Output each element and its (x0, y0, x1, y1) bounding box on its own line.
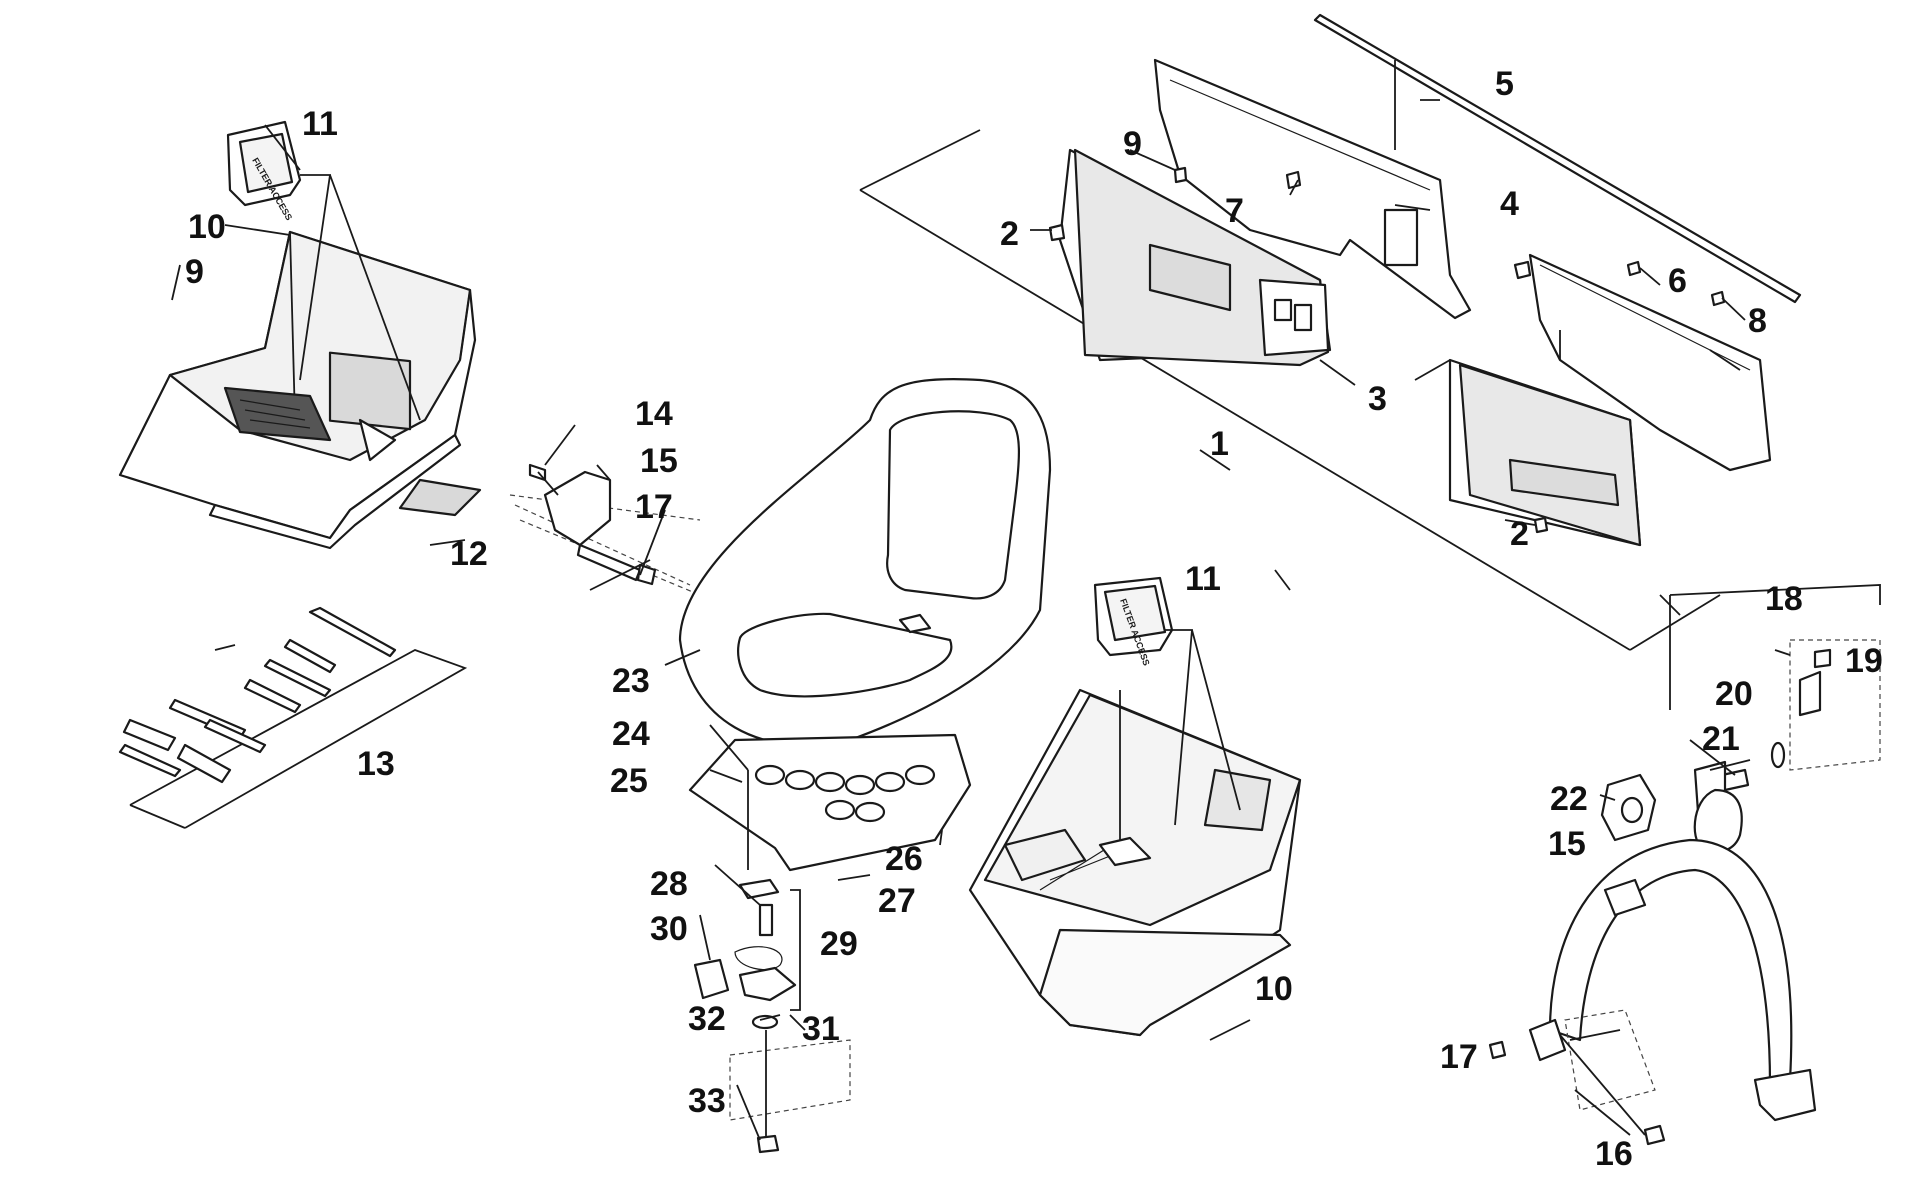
callout-2b: 2 (1510, 515, 1529, 553)
callout-1: 1 (1210, 425, 1229, 463)
tool-kit (118, 606, 468, 829)
callout-5: 5 (1495, 65, 1514, 103)
callout-31: 31 (802, 1010, 840, 1048)
callout-11a: 11 (302, 105, 338, 143)
callout-30: 30 (650, 910, 688, 948)
callout-4: 4 (1500, 185, 1519, 223)
storage-box-right (968, 688, 1302, 1037)
callout-13: 13 (357, 745, 395, 783)
callout-33: 33 (688, 1082, 726, 1120)
callouts: 1 2 2 3 4 5 6 7 8 9 9 10 10 11 11 12 13 … (185, 65, 1883, 1173)
callout-26: 26 (885, 840, 923, 878)
callout-6: 6 (1668, 262, 1687, 300)
callout-17a: 17 (635, 488, 673, 526)
seat-swivel-assembly (693, 878, 851, 1154)
callout-21: 21 (1702, 720, 1740, 758)
callout-9b: 9 (185, 253, 204, 291)
callout-28: 28 (650, 865, 688, 903)
callout-20: 20 (1715, 675, 1753, 713)
callout-10b: 10 (1255, 970, 1293, 1008)
leader-lines (171, 99, 1791, 1141)
callout-18: 18 (1765, 580, 1803, 618)
callout-16: 16 (1595, 1135, 1633, 1173)
callout-2a: 2 (1000, 215, 1019, 253)
callout-7: 7 (1225, 192, 1244, 230)
callout-25: 25 (610, 762, 648, 800)
callout-17b: 17 (1440, 1038, 1478, 1076)
callout-11b: 11 (1185, 560, 1221, 598)
callout-9a: 9 (1123, 125, 1142, 163)
seat-base-plate (688, 733, 972, 872)
seatbelt-receptacle (1600, 773, 1657, 842)
callout-8: 8 (1748, 302, 1767, 340)
callout-29: 29 (820, 925, 858, 963)
seatbelt-anchor-left (509, 463, 701, 596)
callout-15a: 15 (640, 442, 678, 480)
callout-15b: 15 (1548, 825, 1586, 863)
callout-19: 19 (1845, 642, 1883, 680)
seat-cushion (678, 378, 1052, 747)
callout-24: 24 (612, 715, 650, 753)
callout-32: 32 (688, 1000, 726, 1038)
callout-10a: 10 (188, 208, 226, 246)
callout-14: 14 (635, 395, 673, 433)
callout-3: 3 (1368, 380, 1387, 418)
callout-23: 23 (612, 662, 650, 700)
seatbelt-assembly-right (1488, 584, 1881, 1146)
callout-12: 12 (450, 535, 488, 573)
callout-27: 27 (878, 882, 916, 920)
callout-22: 22 (1550, 780, 1588, 818)
rear-panel-assembly (859, 13, 1802, 651)
storage-box-left (118, 230, 482, 550)
